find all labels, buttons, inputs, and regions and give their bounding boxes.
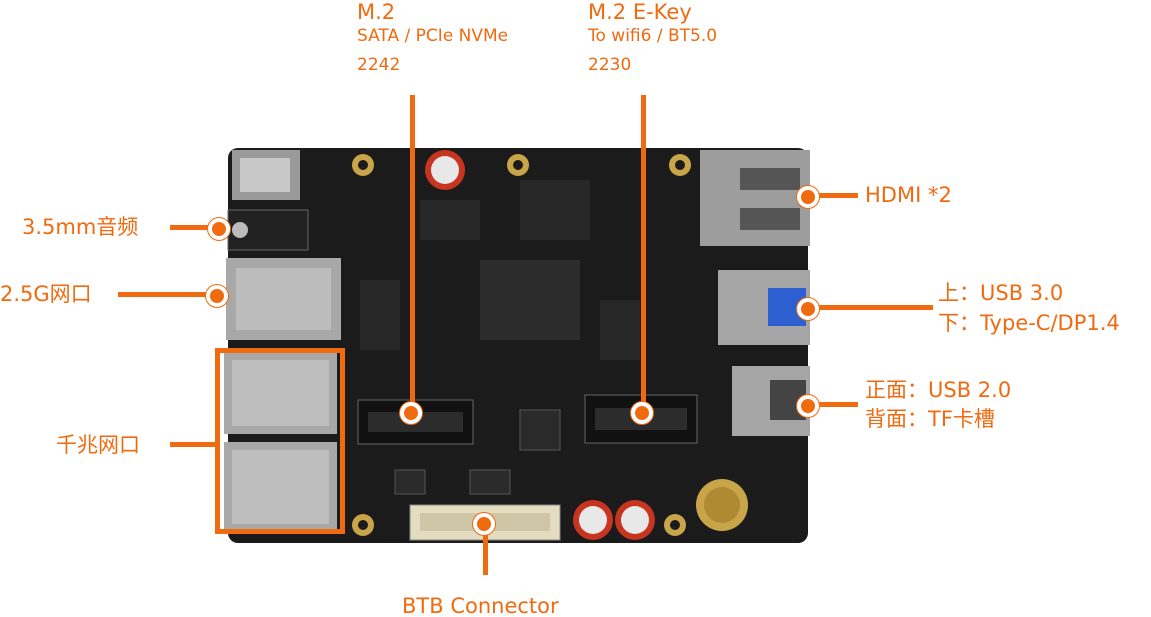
usb20-marker-dot (797, 395, 819, 417)
hdmi-leader-line (808, 193, 858, 198)
m2-ekey-leader-line (641, 95, 646, 410)
m2-ekey-subtitle: To wifi6 / BT5.0 (588, 26, 718, 46)
usb30-label: 上：USB 3.0 (938, 281, 1064, 305)
audio-label: 3.5mm音频 (22, 215, 139, 239)
m2-size: 2242 (357, 55, 401, 75)
chip-2 (469, 469, 511, 495)
ethernet-25g-leader-line (118, 292, 213, 297)
m2-marker-dot (400, 402, 422, 424)
m2-leader-line (410, 95, 415, 410)
btb-label: BTB Connector (402, 594, 559, 617)
chip-1 (519, 409, 561, 451)
usb20-label: 正面：USB 2.0 (865, 378, 1012, 402)
usb20-leader-line (808, 402, 858, 407)
gigabit-highlight-box (215, 348, 345, 534)
ethernet-25g-marker-dot (206, 285, 228, 307)
capacitors (425, 150, 655, 540)
hdmi-marker-dot (797, 186, 819, 208)
audio-marker-dot (208, 218, 230, 240)
btb-leader-line (483, 520, 488, 575)
usb30-marker-dot (797, 298, 819, 320)
circuit-texture (360, 180, 640, 360)
m2-ekey-marker-dot (631, 402, 653, 424)
gigabit-leader-line (170, 442, 217, 447)
chip-3 (394, 469, 426, 495)
m2-title: M.2 (357, 0, 396, 24)
gigabit-label: 千兆网口 (56, 433, 140, 457)
ethernet-25g-label: 2.5G网口 (0, 282, 92, 306)
audio-leader-line (170, 225, 215, 230)
hdmi-label: HDMI *2 (865, 183, 952, 207)
btb-marker-dot (473, 513, 495, 535)
tf-slot-label: 背面：TF卡槽 (865, 407, 995, 431)
m2-ekey-title: M.2 E-Key (588, 0, 692, 24)
m2-ekey-size: 2230 (588, 55, 632, 75)
typec-label: 下：Type-C/DP1.4 (938, 311, 1120, 335)
hdmi-ports (700, 150, 810, 246)
m2-subtitle: SATA / PCIe NVMe (357, 26, 509, 46)
usb30-leader-line (808, 305, 933, 310)
